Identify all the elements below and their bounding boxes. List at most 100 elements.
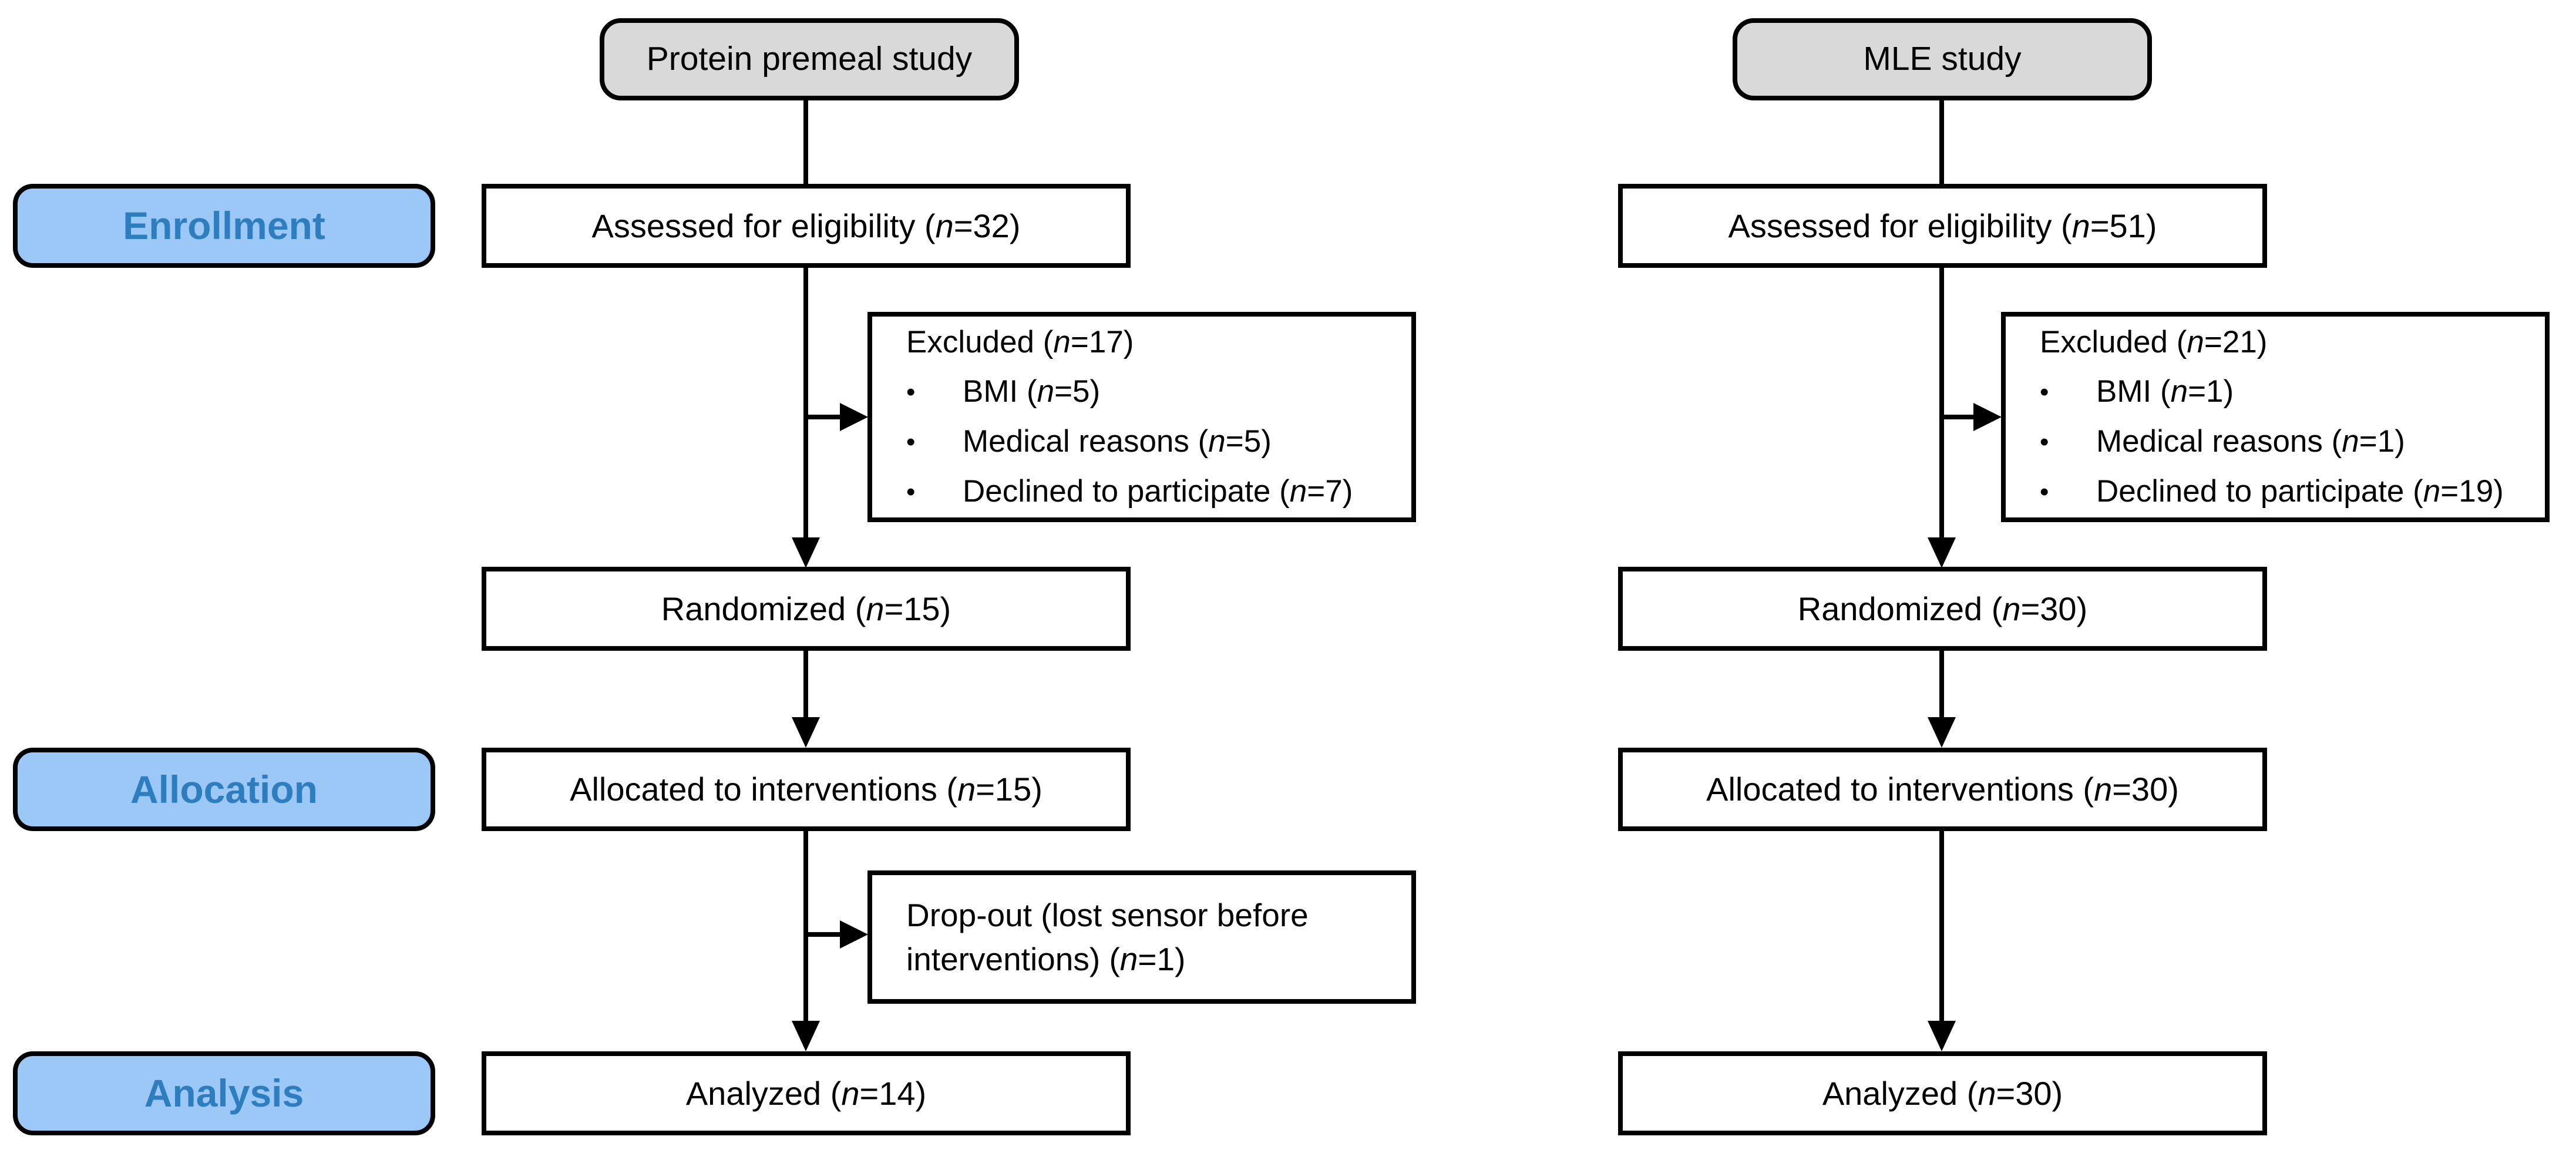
connector-assessed-to-randomized-left [803, 268, 808, 537]
allocated-label-left: Allocated to interventions (n=15) [570, 769, 1042, 810]
label-pre: Drop-out (lost sensor before interventio… [906, 897, 1309, 977]
phase-label-enrollment: Enrollment [13, 184, 435, 268]
n-italic: n [2094, 771, 2113, 808]
analyzed-box-right: Analyzed (n=30) [1618, 1051, 2267, 1135]
label-post: =15) [976, 771, 1042, 808]
bullet-icon: • [2040, 427, 2049, 456]
right-arrowhead-excluded-right [1973, 403, 2002, 431]
assessed-label-right: Assessed for eligibility (n=51) [1728, 206, 2157, 247]
down-arrowhead-allocated-left [792, 717, 820, 748]
randomized-label-right: Randomized (n=30) [1798, 589, 2087, 630]
connector-allocated-to-analyzed-right [1939, 831, 1944, 1022]
label-post: =30) [2020, 590, 2088, 627]
label-post: =5) [1225, 423, 1272, 459]
randomized-label-left: Randomized (n=15) [661, 589, 951, 630]
excluded-box-left: Excluded (n=17) •BMI (n=5) •Medical reas… [867, 312, 1416, 522]
excluded-box-right: Excluded (n=21) •BMI (n=1) •Medical reas… [2001, 312, 2550, 522]
n-italic: n [1053, 324, 1071, 359]
excluded-item: • BMI (n=5) [906, 367, 1100, 417]
label-post: =32) [953, 207, 1021, 244]
n-italic: n [2170, 374, 2188, 409]
excluded-item: • Medical reasons (n=5) [906, 417, 1272, 467]
label-post: =1) [1138, 940, 1186, 977]
excluded-item: •Declined to participate (n=19) [2040, 467, 2504, 517]
allocated-label-right: Allocated to interventions (n=30) [1706, 769, 2179, 810]
n-italic: n [866, 590, 885, 627]
analyzed-box-left: Analyzed (n=14) [482, 1051, 1131, 1135]
connector-allocated-to-analyzed-left [803, 831, 808, 1022]
label-post: =15) [884, 590, 951, 627]
down-arrowhead-randomized-left [792, 537, 820, 568]
n-italic: n [2342, 423, 2359, 459]
label-post: =7) [1307, 473, 1353, 509]
connector-randomized-to-allocated-left [803, 651, 808, 719]
n-italic: n [1208, 423, 1226, 459]
down-arrowhead-randomized-right [1928, 537, 1956, 568]
label-pre: Assessed for eligibility ( [1728, 207, 2072, 244]
study-title-left: Protein premeal study [646, 40, 973, 78]
assessed-label-left: Assessed for eligibility (n=32) [592, 206, 1021, 247]
excluded-item: • Declined to participate (n=7) [906, 467, 1353, 517]
phase-analysis-text: Analysis [144, 1071, 304, 1115]
connector-title-to-assessed-right [1939, 100, 1944, 184]
label-pre: Allocated to interventions ( [1706, 771, 2094, 808]
label-pre: BMI ( [963, 374, 1037, 409]
label-post: =1) [2359, 423, 2405, 459]
n-italic: n [2423, 473, 2441, 509]
n-italic: n [841, 1074, 860, 1112]
n-italic: n [1978, 1074, 1996, 1112]
connector-branch-excluded-right [1942, 415, 1975, 419]
connector-branch-dropout-left [806, 932, 841, 937]
allocated-box-left: Allocated to interventions (n=15) [482, 748, 1131, 831]
label-pre: Declined to participate ( [963, 473, 1290, 509]
analyzed-label-left: Analyzed (n=14) [686, 1073, 926, 1114]
bullet-icon: • [906, 427, 916, 456]
assessed-box-left: Assessed for eligibility (n=32) [482, 184, 1131, 268]
n-italic: n [1037, 374, 1055, 409]
n-italic: n [2071, 207, 2090, 244]
bullet-icon: • [906, 477, 916, 506]
label-pre: Assessed for eligibility ( [591, 207, 936, 244]
study-title-box-left: Protein premeal study [600, 18, 1019, 100]
label-post: =14) [859, 1074, 927, 1112]
connector-branch-excluded-left [806, 415, 841, 419]
study-title-right: MLE study [1863, 40, 2022, 78]
excluded-title-left: Excluded (n=17) [906, 318, 1134, 367]
label-post: =17) [1070, 324, 1134, 359]
label-pre: Randomized ( [661, 590, 866, 627]
phase-enrollment-text: Enrollment [123, 204, 325, 248]
label-pre: Analyzed ( [1822, 1074, 1978, 1112]
n-italic: n [2187, 324, 2204, 359]
label-pre: Declined to participate ( [2096, 473, 2423, 509]
excluded-item: • Medical reasons (n=1) [2040, 417, 2405, 467]
label-post: =5) [1054, 374, 1101, 409]
excluded-title-right: Excluded (n=21) [2040, 318, 2267, 367]
label-post: =21) [2204, 324, 2268, 359]
label-pre: Medical reasons ( [963, 423, 1209, 459]
label-post: =51) [2090, 207, 2157, 244]
down-arrowhead-analyzed-left [792, 1021, 820, 1051]
label-post: =30) [1996, 1074, 2063, 1112]
allocated-box-right: Allocated to interventions (n=30) [1618, 748, 2267, 831]
label-pre: BMI ( [2096, 374, 2171, 409]
bullet-icon: • [2040, 377, 2049, 406]
study-title-box-right: MLE study [1733, 18, 2152, 100]
connector-title-to-assessed-left [803, 100, 808, 184]
label-pre: Randomized ( [1797, 590, 2003, 627]
phase-allocation-text: Allocation [130, 767, 318, 811]
bullet-icon: • [2040, 477, 2049, 506]
connector-assessed-to-randomized-right [1939, 268, 1944, 537]
label-pre: Excluded ( [906, 324, 1054, 359]
bullet-icon: • [906, 377, 916, 406]
phase-label-allocation: Allocation [13, 748, 435, 831]
n-italic: n [957, 771, 976, 808]
label-pre: Medical reasons ( [2096, 423, 2342, 459]
randomized-box-right: Randomized (n=30) [1618, 567, 2267, 651]
label-pre: Allocated to interventions ( [570, 771, 958, 808]
n-italic: n [1289, 473, 1307, 509]
right-arrowhead-excluded-left [840, 403, 868, 431]
randomized-box-left: Randomized (n=15) [482, 567, 1131, 651]
label-post: =30) [2112, 771, 2179, 808]
dropout-box-left: Drop-out (lost sensor before interventio… [867, 870, 1416, 1004]
n-italic: n [2002, 590, 2021, 627]
